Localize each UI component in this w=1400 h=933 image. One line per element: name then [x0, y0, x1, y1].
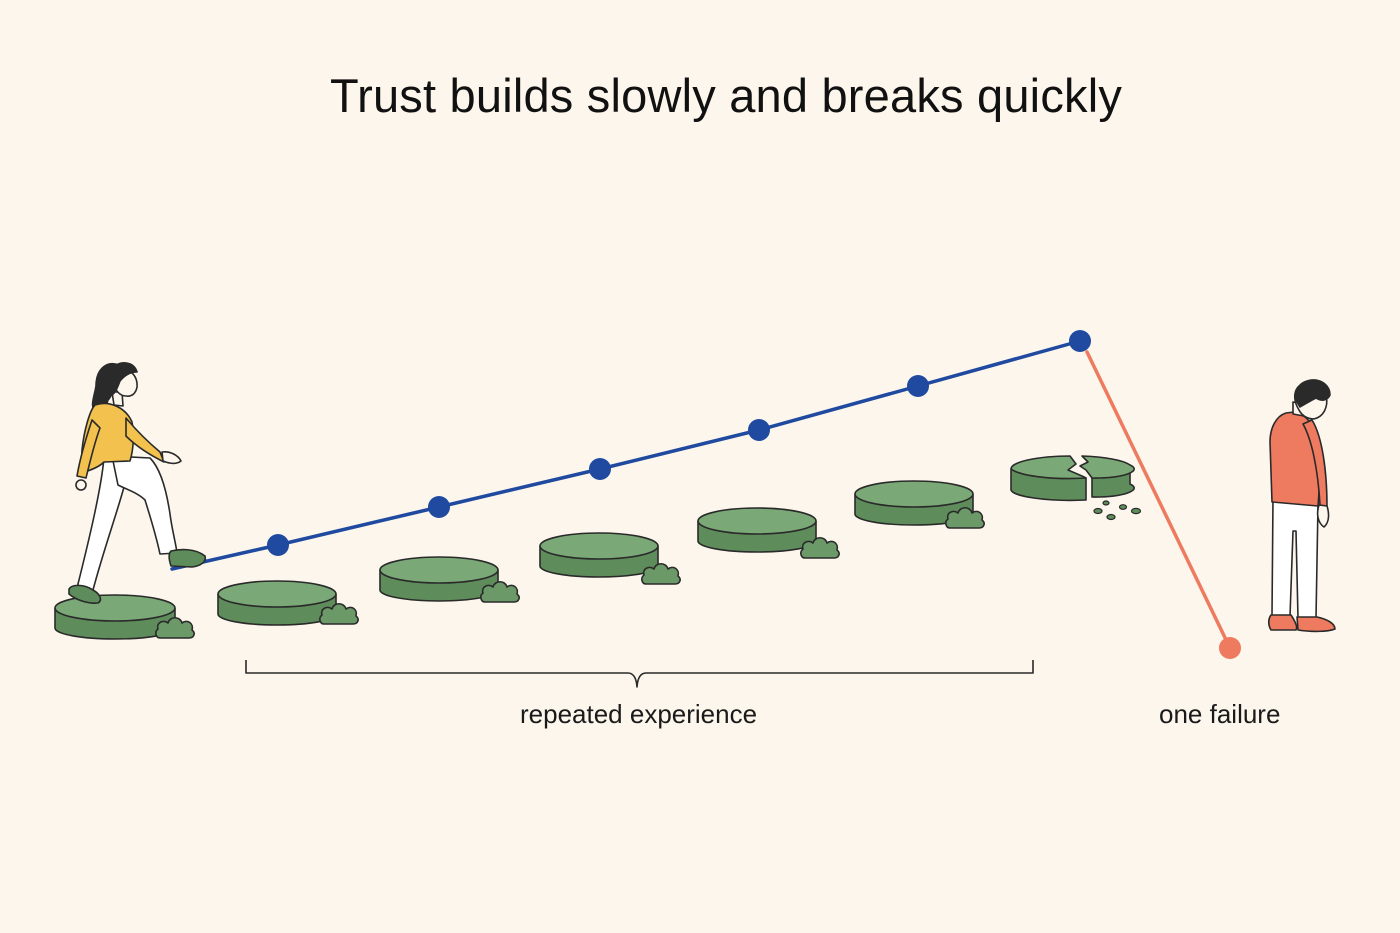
one-failure-label: one failure	[1159, 699, 1281, 729]
trust-line	[170, 330, 1091, 571]
trust-point	[748, 419, 770, 441]
failure-point	[1219, 637, 1241, 659]
trust-point	[907, 375, 929, 397]
broken-stone-icon	[1010, 455, 1142, 521]
trust-point	[267, 534, 289, 556]
woman-walking-icon	[68, 362, 207, 604]
stepping-stone-icon	[217, 580, 337, 626]
failure-line	[1085, 350, 1241, 659]
trust-peak-point	[1069, 330, 1091, 352]
stepping-stone-icon	[379, 556, 499, 602]
stepping-stone-icon	[539, 532, 659, 578]
trust-point	[589, 458, 611, 480]
stepping-stone-icon	[697, 507, 817, 553]
stepping-stones	[54, 455, 1142, 640]
repeated-experience-label: repeated experience	[520, 699, 758, 729]
diagram-title: Trust builds slowly and breaks quickly	[329, 69, 1123, 122]
repeated-experience-bracket	[245, 660, 1034, 688]
trust-point	[428, 496, 450, 518]
man-looking-down-icon	[1267, 379, 1336, 633]
